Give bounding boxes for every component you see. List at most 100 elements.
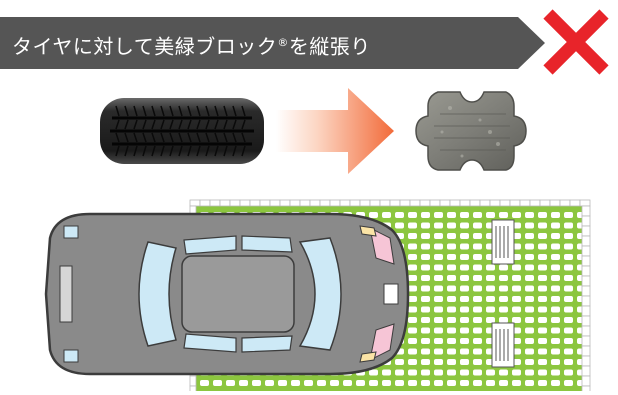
paving-cell bbox=[421, 359, 430, 365]
paving-cell bbox=[369, 212, 378, 218]
paving-cell bbox=[473, 212, 482, 218]
paving-cell bbox=[551, 348, 560, 355]
edge-stone bbox=[581, 265, 591, 277]
paving-cell bbox=[486, 317, 495, 323]
paving-cell bbox=[460, 317, 469, 323]
paving-cell bbox=[421, 369, 430, 376]
paving-cell bbox=[434, 359, 443, 365]
paving-cell bbox=[434, 222, 443, 229]
paving-cell bbox=[512, 212, 521, 218]
paving-cell bbox=[538, 264, 547, 271]
paving-cell bbox=[538, 296, 547, 302]
paving-cell bbox=[525, 306, 534, 313]
paving-cell bbox=[564, 317, 573, 323]
instruction-banner: タイヤに対して美緑ブロック®を縦張り bbox=[0, 17, 545, 69]
edge-stone bbox=[279, 199, 291, 207]
paving-cell bbox=[460, 380, 469, 386]
paving-cell bbox=[473, 296, 482, 302]
paving-cell bbox=[369, 369, 378, 376]
edge-stone bbox=[189, 375, 197, 387]
paving-cell bbox=[460, 369, 469, 376]
paving-cell bbox=[538, 348, 547, 355]
paving-cell bbox=[434, 212, 443, 218]
paving-cell bbox=[434, 338, 443, 344]
cross-mark-icon bbox=[538, 4, 614, 80]
paving-cell bbox=[421, 222, 430, 229]
paving-cell bbox=[564, 275, 573, 281]
paving-cell bbox=[434, 369, 443, 376]
edge-stone bbox=[581, 365, 591, 377]
paving-cell bbox=[304, 380, 313, 386]
paving-cell bbox=[538, 369, 547, 376]
paving-cell bbox=[538, 359, 547, 365]
paving-cell bbox=[473, 233, 482, 239]
paving-cell bbox=[434, 317, 443, 323]
paving-cell bbox=[460, 327, 469, 334]
edge-stone bbox=[189, 199, 201, 207]
paving-cell bbox=[564, 369, 573, 376]
edge-stone bbox=[249, 199, 261, 207]
edge-stone bbox=[581, 325, 591, 337]
edge-stone bbox=[329, 199, 341, 207]
paving-cell bbox=[460, 212, 469, 218]
paving-cell bbox=[512, 296, 521, 302]
paving-cell bbox=[486, 380, 495, 386]
paving-cell bbox=[421, 348, 430, 355]
paving-cell bbox=[447, 264, 456, 271]
paving-cell bbox=[447, 285, 456, 292]
paving-cell bbox=[460, 264, 469, 271]
banner-arrow-shape bbox=[0, 17, 545, 69]
parking-scene bbox=[0, 190, 618, 395]
edge-stone bbox=[581, 235, 591, 247]
paving-cell bbox=[538, 254, 547, 260]
paving-cell bbox=[447, 359, 456, 365]
paving-cell bbox=[226, 380, 235, 386]
edge-stone bbox=[581, 305, 591, 317]
paving-cell bbox=[551, 264, 560, 271]
paving-cell bbox=[538, 222, 547, 229]
edge-stone bbox=[539, 199, 551, 207]
edge-stone bbox=[549, 199, 561, 207]
paving-cell bbox=[538, 275, 547, 281]
paving-cell bbox=[525, 275, 534, 281]
paving-cell bbox=[421, 212, 430, 218]
paving-cell bbox=[252, 380, 261, 386]
banner-label: タイヤに対して美緑ブロック®を縦張り bbox=[12, 17, 371, 69]
paving-cell bbox=[564, 243, 573, 250]
paving-cell bbox=[499, 264, 508, 271]
paving-cell bbox=[499, 369, 508, 376]
paving-cell bbox=[447, 306, 456, 313]
paving-cell bbox=[473, 369, 482, 376]
paving-cell bbox=[564, 296, 573, 302]
edge-stone bbox=[581, 385, 591, 395]
paving-cell bbox=[512, 275, 521, 281]
paving-cell bbox=[447, 348, 456, 355]
right-arrow-icon bbox=[276, 88, 394, 174]
paving-cell bbox=[512, 264, 521, 271]
paving-cell bbox=[408, 296, 417, 302]
paving-cell bbox=[486, 296, 495, 302]
paving-cell bbox=[486, 285, 495, 292]
paving-cell bbox=[525, 348, 534, 355]
paving-cell bbox=[408, 359, 417, 365]
paving-cell bbox=[564, 233, 573, 239]
paving-cell bbox=[486, 212, 495, 218]
paving-cell bbox=[278, 380, 287, 386]
paving-cell bbox=[551, 222, 560, 229]
edge-stone bbox=[359, 199, 371, 207]
paving-cell bbox=[369, 380, 378, 386]
paving-cell bbox=[447, 369, 456, 376]
paving-cell bbox=[460, 233, 469, 239]
edge-stone bbox=[369, 199, 381, 207]
edge-stone bbox=[569, 199, 581, 207]
paving-cell bbox=[473, 222, 482, 229]
paving-cell bbox=[408, 338, 417, 344]
edge-stone bbox=[581, 355, 591, 367]
paving-cell bbox=[538, 338, 547, 344]
paving-cell bbox=[499, 285, 508, 292]
paving-cell bbox=[564, 285, 573, 292]
paving-cell bbox=[317, 380, 326, 386]
paving-cell bbox=[382, 212, 391, 218]
paving-cell bbox=[408, 285, 417, 292]
paving-cell bbox=[434, 254, 443, 260]
